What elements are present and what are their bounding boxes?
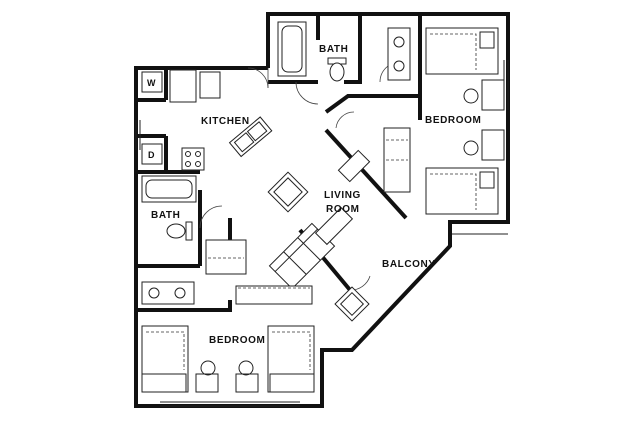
room-label-living-line1: LIVING: [324, 190, 361, 201]
room-label-kitchen: KITCHEN: [201, 116, 250, 127]
washer-label: W: [147, 78, 156, 88]
room-labels: BATH KITCHEN BEDROOM LIVING ROOM BATH BA…: [151, 44, 481, 346]
room-label-bedroom-bottom: BEDROOM: [209, 335, 265, 346]
exterior-walls: [134, 12, 510, 408]
interior-walls: [136, 14, 422, 312]
room-label-bath-left: BATH: [151, 210, 180, 221]
room-label-living-line2: ROOM: [326, 204, 360, 215]
room-label-balcony: BALCONY: [382, 259, 436, 270]
living-furniture: [235, 149, 371, 305]
bottom-bedroom-furniture: [141, 239, 315, 393]
washer: W: [141, 71, 163, 93]
top-bath-fixtures: [277, 21, 411, 82]
balcony-furniture: [334, 286, 370, 322]
left-bath-fixtures: [141, 175, 197, 305]
room-label-bath-top: BATH: [319, 44, 348, 55]
dryer: D: [141, 143, 163, 165]
dryer-label: D: [148, 150, 155, 160]
kitchen-fixtures: [169, 69, 273, 171]
room-label-bedroom-right: BEDROOM: [425, 115, 481, 126]
windows: [135, 60, 509, 407]
right-bedroom-furniture: [383, 27, 505, 215]
